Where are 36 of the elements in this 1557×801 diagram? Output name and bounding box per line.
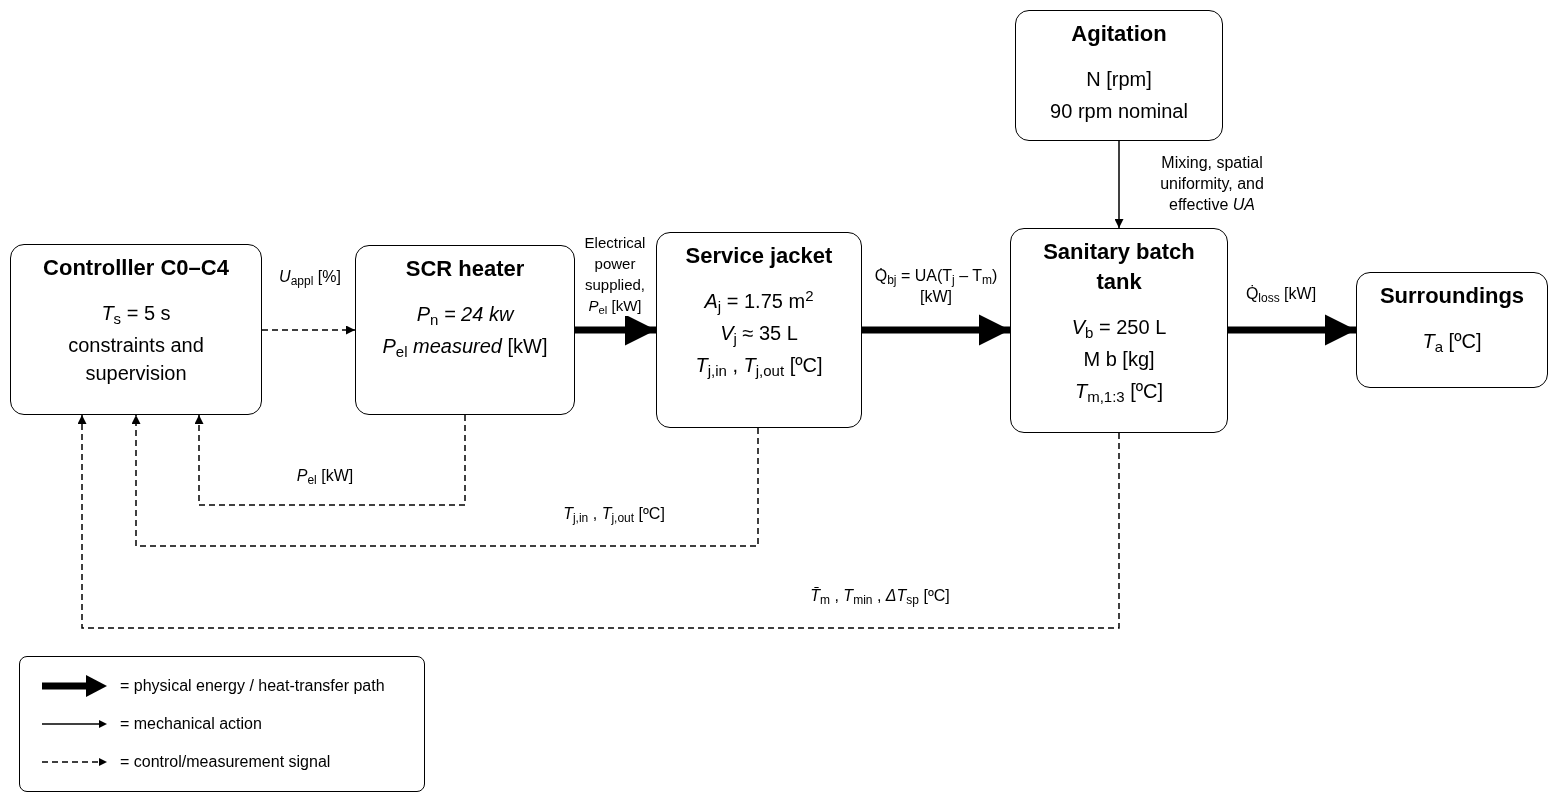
box-text: T$_{s}$ = 5 s [101, 301, 171, 327]
process-box [355, 245, 575, 415]
signal-arrow [77, 414, 1120, 629]
box-text: A$_{j}$ = 1.75 m$^{2}$ [704, 287, 814, 315]
signal-arrow [261, 325, 356, 335]
process-box [1010, 228, 1228, 433]
box-title: Sanitary batch tank [1042, 238, 1196, 296]
legend-text: = control/measurement signal [120, 752, 331, 772]
box-text: N [rpm] [1086, 67, 1152, 92]
box-title: Controlller C0–C4 [43, 254, 229, 282]
arrow [575, 314, 656, 346]
arrow [1228, 314, 1356, 346]
box-text: P$_{n}$ = 24 kw [416, 302, 514, 328]
box-text: T$_{m,1:3}$ [ºC] [1074, 379, 1164, 405]
box-text: T$_{j,in}$ , T$_{j,out}$ [ºC] [695, 353, 823, 379]
arrow [1114, 140, 1124, 229]
box-title: Agitation [1071, 20, 1167, 48]
box-text: V$_{b}$ = 250 L [1071, 315, 1167, 341]
signal-arrow [194, 414, 466, 506]
box-title: SCR heater [405, 255, 525, 283]
box-title: Surroundings [1379, 282, 1525, 310]
signal-arrow [131, 414, 759, 547]
box-text: T$_{a}$ [ºC] [1422, 329, 1482, 355]
process-box [1356, 272, 1548, 388]
legend-text: = mechanical action [120, 714, 262, 734]
process-box [656, 232, 862, 428]
process-box [10, 244, 262, 415]
arrow [862, 314, 1010, 346]
box-text: 90 rpm nominal [1050, 99, 1188, 124]
process-box [1015, 10, 1223, 141]
box-text: M b [kg] [1083, 347, 1155, 372]
box-title: Service jacket [685, 242, 833, 270]
box-text: V$_{j}$ ≈ 35 L [720, 321, 798, 347]
box-text: P$_{el}$ measured [kW] [382, 334, 548, 360]
legend-text: = physical energy / heat-transfer path [120, 676, 385, 696]
box-text: constraints and supervision [67, 333, 205, 386]
